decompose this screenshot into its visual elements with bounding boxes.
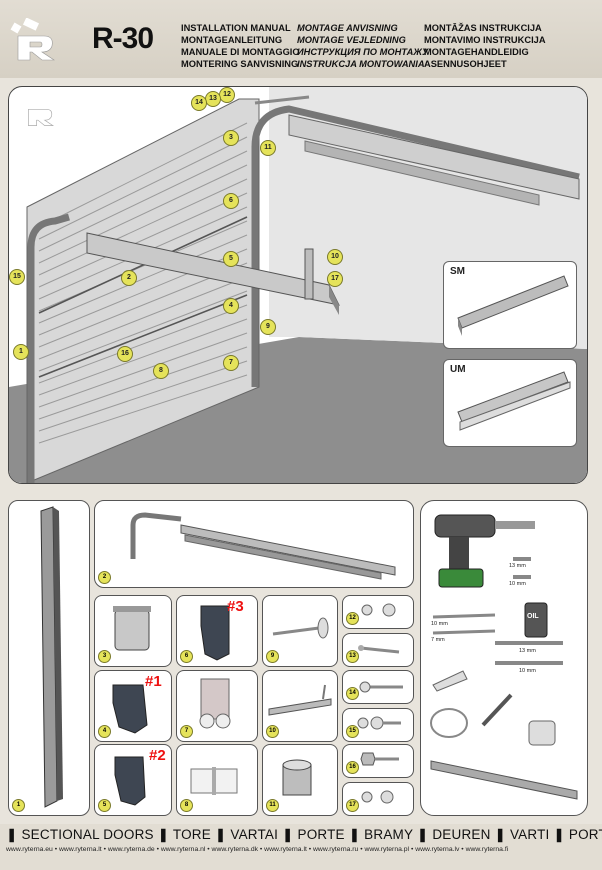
part-tile-11: 11 xyxy=(262,744,338,816)
part-tile-2: 2 xyxy=(94,500,414,588)
title-de: MONTAGEANLEITUNG xyxy=(181,35,283,45)
part-tile-17: 17 xyxy=(342,782,414,816)
inset-um-label: UM xyxy=(450,364,466,375)
part-tile-4: #1 4 xyxy=(94,670,172,742)
part-number-15: 15 xyxy=(346,725,359,738)
part-tile-16: 16 xyxy=(342,744,414,778)
inset-sm-label: SM xyxy=(450,266,465,277)
callout-14: 14 xyxy=(191,95,207,111)
callout-17: 17 xyxy=(327,271,343,287)
title-it: MANUALE DI MONTAGGIO xyxy=(181,47,300,57)
part-number-12: 12 xyxy=(346,612,359,625)
variant-3-label: #3 xyxy=(227,598,244,615)
wrench-10mm-label: 10 mm xyxy=(519,668,536,674)
part-number-6: 6 xyxy=(180,650,193,663)
inset-sm: SM xyxy=(443,261,577,349)
language-column-3: MONTĀŽAS INSTRUKCIJA MONTAVIMO INSTRUKCI… xyxy=(424,22,546,70)
tools-panel: 13 mm 10 mm 10 mm 7 mm OIL 13 mm 10 mm xyxy=(420,500,588,816)
title-no: MONTERING SANVISNING xyxy=(181,59,299,69)
part-tile-13: 13 xyxy=(342,633,414,667)
footer-websites: www.ryterna.eu • www.ryterna.lt • www.ry… xyxy=(6,846,509,853)
watermark-logo xyxy=(28,108,55,126)
part-tile-14: 14 xyxy=(342,670,414,704)
part-tile-5: #2 5 xyxy=(94,744,172,816)
callout-1: 1 xyxy=(13,344,29,360)
drill-bit-10mm-label: 10 mm xyxy=(431,621,448,627)
variant-1-label: #1 xyxy=(145,673,162,690)
callout-11: 11 xyxy=(260,140,276,156)
model-title: R-30 xyxy=(92,22,154,55)
callout-6: 6 xyxy=(223,193,239,209)
drill-bit-7mm-label: 7 mm xyxy=(431,637,445,643)
title-se: MONTAGE ANVISNING xyxy=(297,23,398,33)
callout-3: 3 xyxy=(223,130,239,146)
callout-12: 12 xyxy=(219,87,235,103)
title-lv: MONTĀŽAS INSTRUKCIJA xyxy=(424,23,542,33)
part-tile-12: 12 xyxy=(342,595,414,629)
tools-illustration xyxy=(430,514,578,800)
part-number-7: 7 xyxy=(180,725,193,738)
title-dk: MONTAGE VEJLEDNING xyxy=(297,35,406,45)
oil-can-label: OIL xyxy=(527,613,539,620)
part-number-3: 3 xyxy=(98,650,111,663)
part-number-16: 16 xyxy=(346,761,359,774)
variant-2-label: #2 xyxy=(149,747,166,764)
part-tile-9: 9 xyxy=(262,595,338,667)
title-lt: MONTAVIMO INSTRUKCIJA xyxy=(424,35,546,45)
part-tile-3: 3 xyxy=(94,595,172,667)
part-number-5: 5 xyxy=(98,799,111,812)
part-tile-1: 1 xyxy=(8,500,90,816)
callout-7: 7 xyxy=(223,355,239,371)
part-number-4: 4 xyxy=(98,725,111,738)
wrench-13mm-label: 13 mm xyxy=(519,648,536,654)
title-ru: ИНСТРУКЦИЯ ПО МОНТАЖУ xyxy=(297,47,429,57)
main-installation-diagram: 1 2 3 4 5 6 7 8 9 10 11 12 13 14 15 16 1… xyxy=(8,86,588,484)
callout-9: 9 xyxy=(260,319,276,335)
callout-10: 10 xyxy=(327,249,343,265)
part-tile-8: 8 xyxy=(176,744,258,816)
part-tile-15: 15 xyxy=(342,708,414,742)
ryterna-logo xyxy=(10,18,55,61)
part-number-17: 17 xyxy=(346,799,359,812)
callout-5: 5 xyxy=(223,251,239,267)
footer-categories: ❚ SECTIONAL DOORS ❚ TORE ❚ VARTAI ❚ PORT… xyxy=(6,827,602,842)
part-number-9: 9 xyxy=(266,650,279,663)
title-nl: MONTAGEHANDLEIDIG xyxy=(424,47,529,57)
footer: ❚ SECTIONAL DOORS ❚ TORE ❚ VARTAI ❚ PORT… xyxy=(0,824,602,870)
part-number-8: 8 xyxy=(180,799,193,812)
header xyxy=(0,0,602,78)
callout-2: 2 xyxy=(121,270,137,286)
part-number-10: 10 xyxy=(266,725,279,738)
title-pl: INSTRUKCJA MONTOWANIA xyxy=(297,59,425,69)
part-tile-10: 10 xyxy=(262,670,338,742)
language-column-2: MONTAGE ANVISNING MONTAGE VEJLEDNING ИНС… xyxy=(297,22,428,70)
part-number-11: 11 xyxy=(266,799,279,812)
part-number-2: 2 xyxy=(98,571,111,584)
title-en: INSTALLATION MANUAL xyxy=(181,23,291,33)
part-tile-7: 7 xyxy=(176,670,258,742)
part-number-1: 1 xyxy=(12,799,25,812)
callout-8: 8 xyxy=(153,363,169,379)
callout-15: 15 xyxy=(9,269,25,285)
callout-4: 4 xyxy=(223,298,239,314)
language-column-1: INSTALLATION MANUAL MONTAGEANLEITUNG MAN… xyxy=(181,22,300,70)
callout-16: 16 xyxy=(117,346,133,362)
bit-10mm-label: 10 mm xyxy=(509,581,526,587)
part-tile-6: #3 6 xyxy=(176,595,258,667)
part-number-14: 14 xyxy=(346,687,359,700)
part-number-13: 13 xyxy=(346,650,359,663)
inset-um: UM xyxy=(443,359,577,447)
bit-13mm-label: 13 mm xyxy=(509,563,526,569)
title-fi: ASENNUSOHJEET xyxy=(424,59,507,69)
callout-13: 13 xyxy=(205,91,221,107)
